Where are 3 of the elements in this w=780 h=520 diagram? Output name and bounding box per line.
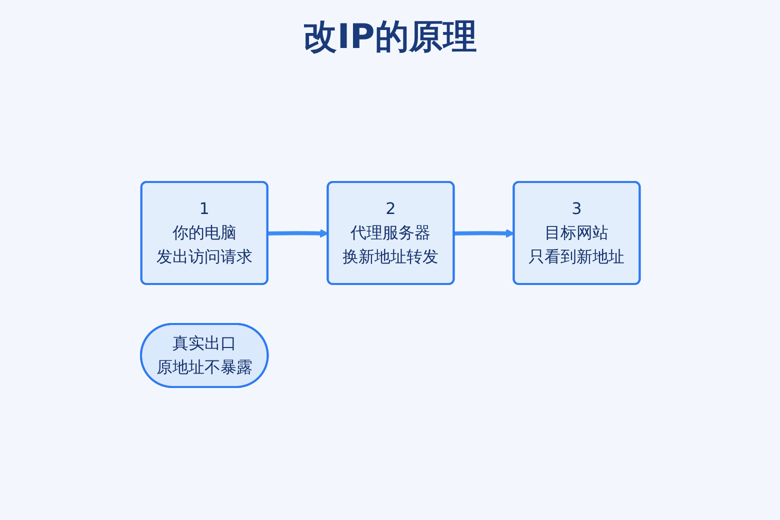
- arrow: [454, 228, 514, 238]
- arrow: [267, 228, 328, 238]
- title: 改IP的原理: [302, 16, 478, 59]
